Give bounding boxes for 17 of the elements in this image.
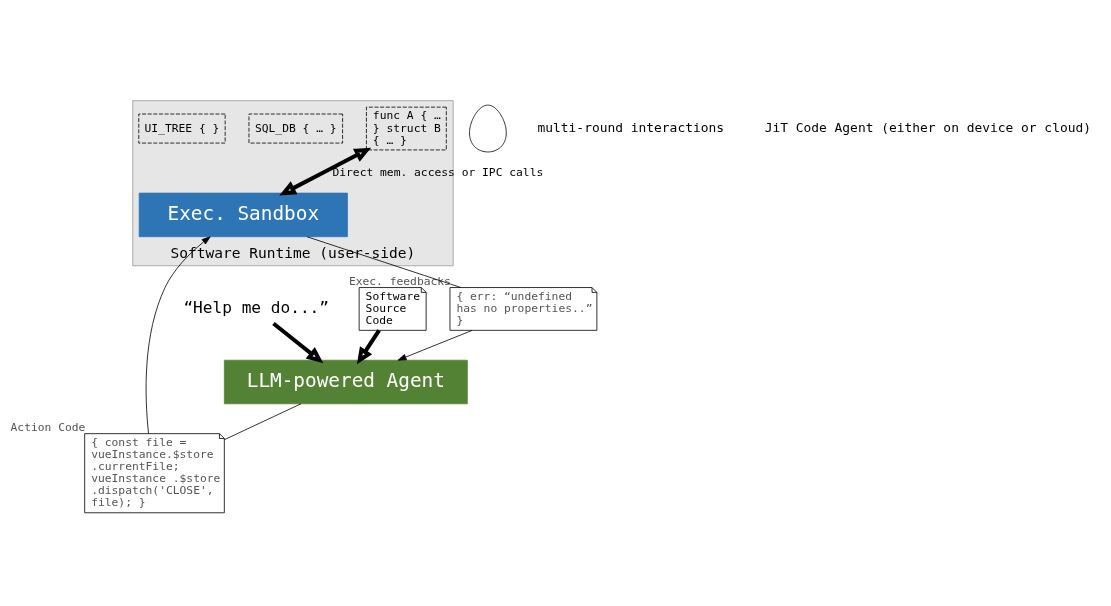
arrow	[145, 235, 211, 434]
label: multi-round interactions	[537, 119, 725, 135]
node-box: Exec. Sandbox	[138, 192, 348, 237]
edge-label: Direct mem. access or IPC calls	[332, 165, 544, 179]
arrow	[397, 329, 473, 361]
label: JiT Code Agent (either on device or cloud)	[764, 119, 1092, 135]
arrow	[279, 147, 372, 195]
node-box: LLM-powered Agent	[223, 359, 468, 404]
arrow	[356, 328, 381, 364]
node-label: Action Code	[10, 420, 86, 434]
node-box: func A { … } struct B { … }	[366, 106, 447, 150]
node-box: SQL_DB { … }	[248, 113, 343, 143]
connector	[224, 402, 302, 440]
node-box: UI_TREE { }	[138, 113, 226, 143]
arrow	[272, 321, 324, 363]
node-text: “Help me do...”	[183, 297, 330, 317]
node-person	[469, 104, 507, 152]
